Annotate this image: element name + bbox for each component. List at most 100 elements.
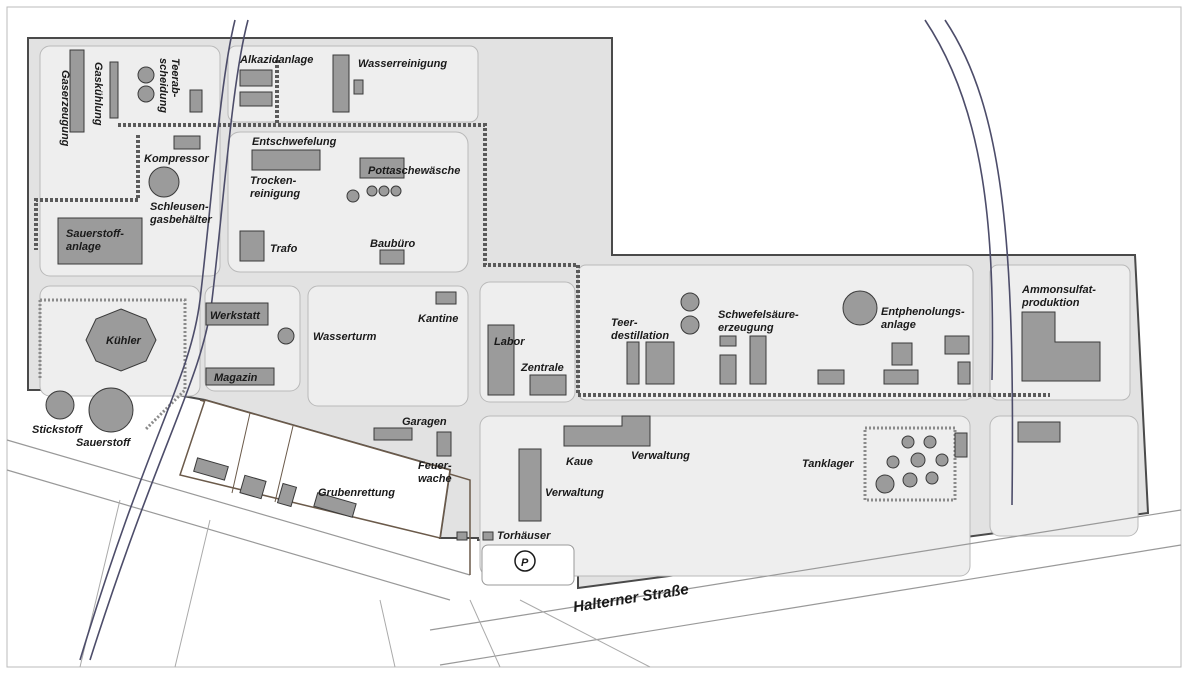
label-labor: Labor xyxy=(494,336,525,348)
label-kaue: Kaue xyxy=(566,456,593,468)
verwaltung-building xyxy=(518,448,542,522)
outer-road-1 xyxy=(6,439,471,576)
label-schleusen: Schleusen- xyxy=(150,201,209,213)
label-trafo: Trafo xyxy=(270,243,298,255)
schwefelsaeure-building-3 xyxy=(749,335,767,385)
pottasche-tank-1 xyxy=(346,189,360,203)
tanklager-tank-7 xyxy=(902,472,918,488)
label-ammonsulfat: Ammonsulfat- xyxy=(1021,284,1096,296)
label-kompressor: Kompressor xyxy=(144,153,210,165)
label-feuer: Feuer- xyxy=(418,460,452,472)
torhaus-1 xyxy=(456,531,468,541)
werkstatt-building xyxy=(205,302,269,326)
gaskuehlung-building xyxy=(109,61,119,119)
wasserreinigung-building xyxy=(332,54,350,113)
house-1 xyxy=(193,457,229,481)
feuerwache-building xyxy=(436,431,452,457)
pottasche-tank-2 xyxy=(366,185,378,197)
outer-road-2 xyxy=(6,469,451,601)
label-wache: wache xyxy=(418,473,452,485)
railway-west-1 xyxy=(79,19,236,661)
teerdestillation-tank-2 xyxy=(680,315,700,335)
schleusengasbehaelter xyxy=(148,166,180,198)
pottaschewaesche-building xyxy=(359,157,405,179)
stickstoff-tank xyxy=(45,390,75,420)
grubenrettung-building xyxy=(313,492,357,518)
label-pottaschewaesche: Pottaschewäsche xyxy=(368,165,460,177)
housing-block xyxy=(179,399,451,539)
label-wasserturm: Wasserturm xyxy=(313,331,377,343)
sauerstoff-tank xyxy=(88,387,134,433)
halterner-strasse-edge xyxy=(439,544,1182,666)
label-alkazidanlage: Alkazidanlage xyxy=(239,54,313,66)
alkazidanlage-building-2 xyxy=(239,91,273,107)
east-lower-building xyxy=(1017,421,1061,443)
tanklager-tank-2 xyxy=(923,435,937,449)
area-north-strip xyxy=(227,45,479,123)
pipeline-west xyxy=(34,135,140,250)
label-produktion: produktion xyxy=(1021,297,1080,309)
label-trocken: Trocken- xyxy=(250,175,297,187)
field-lines xyxy=(79,499,651,668)
label-stickstoff: Stickstoff xyxy=(32,424,83,436)
zentrale-building xyxy=(529,374,567,396)
label-sauerstoff: Sauerstoff xyxy=(76,437,132,449)
label-kuehler: Kühler xyxy=(106,335,142,347)
label-teer: Teer- xyxy=(611,317,638,329)
parking-icon xyxy=(514,550,536,572)
label-scheidung: scheidung xyxy=(157,58,169,113)
torhaus-2 xyxy=(482,531,494,541)
pottasche-tank-4 xyxy=(390,185,402,197)
label-torhaeuser: Torhäuser xyxy=(497,530,551,542)
tanklager-tank-1 xyxy=(901,435,915,449)
tanklager-tank-3 xyxy=(886,455,900,469)
label-entschwefelung: Entschwefelung xyxy=(252,136,337,148)
label-magazin: Magazin xyxy=(214,372,258,384)
teerabscheidung-tank-1 xyxy=(137,66,155,84)
label-kantine: Kantine xyxy=(418,313,458,325)
railway-east-1 xyxy=(924,19,994,381)
label-anlage: anlage xyxy=(881,319,916,331)
label-reinigung: reinigung xyxy=(250,188,300,200)
label-sauerstoff-anlage-1: Sauerstoff- xyxy=(66,228,124,240)
gaserzeugung-building xyxy=(69,49,85,133)
parking-label: P xyxy=(521,557,529,569)
house-3 xyxy=(276,482,298,508)
fence-kuehler xyxy=(38,298,187,432)
house-2 xyxy=(239,474,267,500)
kuehler-building xyxy=(85,308,157,372)
label-garagen: Garagen xyxy=(402,416,447,428)
entphenolung-building-5 xyxy=(957,361,971,385)
baubuero-building xyxy=(379,249,405,265)
label-verwaltung-2: Verwaltung xyxy=(545,487,604,499)
railway-east-2 xyxy=(944,19,1014,506)
wasserreinigung-annex xyxy=(353,79,364,95)
teerdestillation-building-1 xyxy=(626,341,640,385)
kantine-building xyxy=(435,291,457,305)
entphenolung-building-3 xyxy=(944,335,970,355)
label-entphenolungs: Entphenolungs- xyxy=(881,306,965,318)
entschwefelung-building xyxy=(251,149,321,171)
label-sauerstoff-anlage-2: anlage xyxy=(66,241,101,253)
entphenolung-building-4 xyxy=(883,369,919,385)
tanklager-tank-6 xyxy=(875,474,895,494)
ammonsulfat-building xyxy=(1021,311,1101,382)
magazin-building xyxy=(205,367,275,386)
entphenolung-building-1 xyxy=(817,369,845,385)
area-east-lower xyxy=(989,415,1139,537)
label-erzeugung: erzeugung xyxy=(718,322,774,334)
teerabscheidung-building xyxy=(189,89,203,113)
label-schwefelsaeure: Schwefelsäure- xyxy=(718,309,799,321)
tanklager-tank-5 xyxy=(935,453,949,467)
schwefelsaeure-building-2 xyxy=(719,354,737,385)
label-teerab: Teerab- xyxy=(169,58,181,98)
label-gaserzeugung: Gaserzeugung xyxy=(59,70,71,147)
entphenolung-building-2 xyxy=(891,342,913,366)
pipeline-north xyxy=(118,123,1050,397)
pottasche-tank-3 xyxy=(378,185,390,197)
sauerstoffanlage-building xyxy=(57,217,143,265)
label-grubenrettung: Grubenrettung xyxy=(318,487,395,499)
label-zentrale: Zentrale xyxy=(520,362,564,374)
label-destillation: destillation xyxy=(611,330,669,342)
